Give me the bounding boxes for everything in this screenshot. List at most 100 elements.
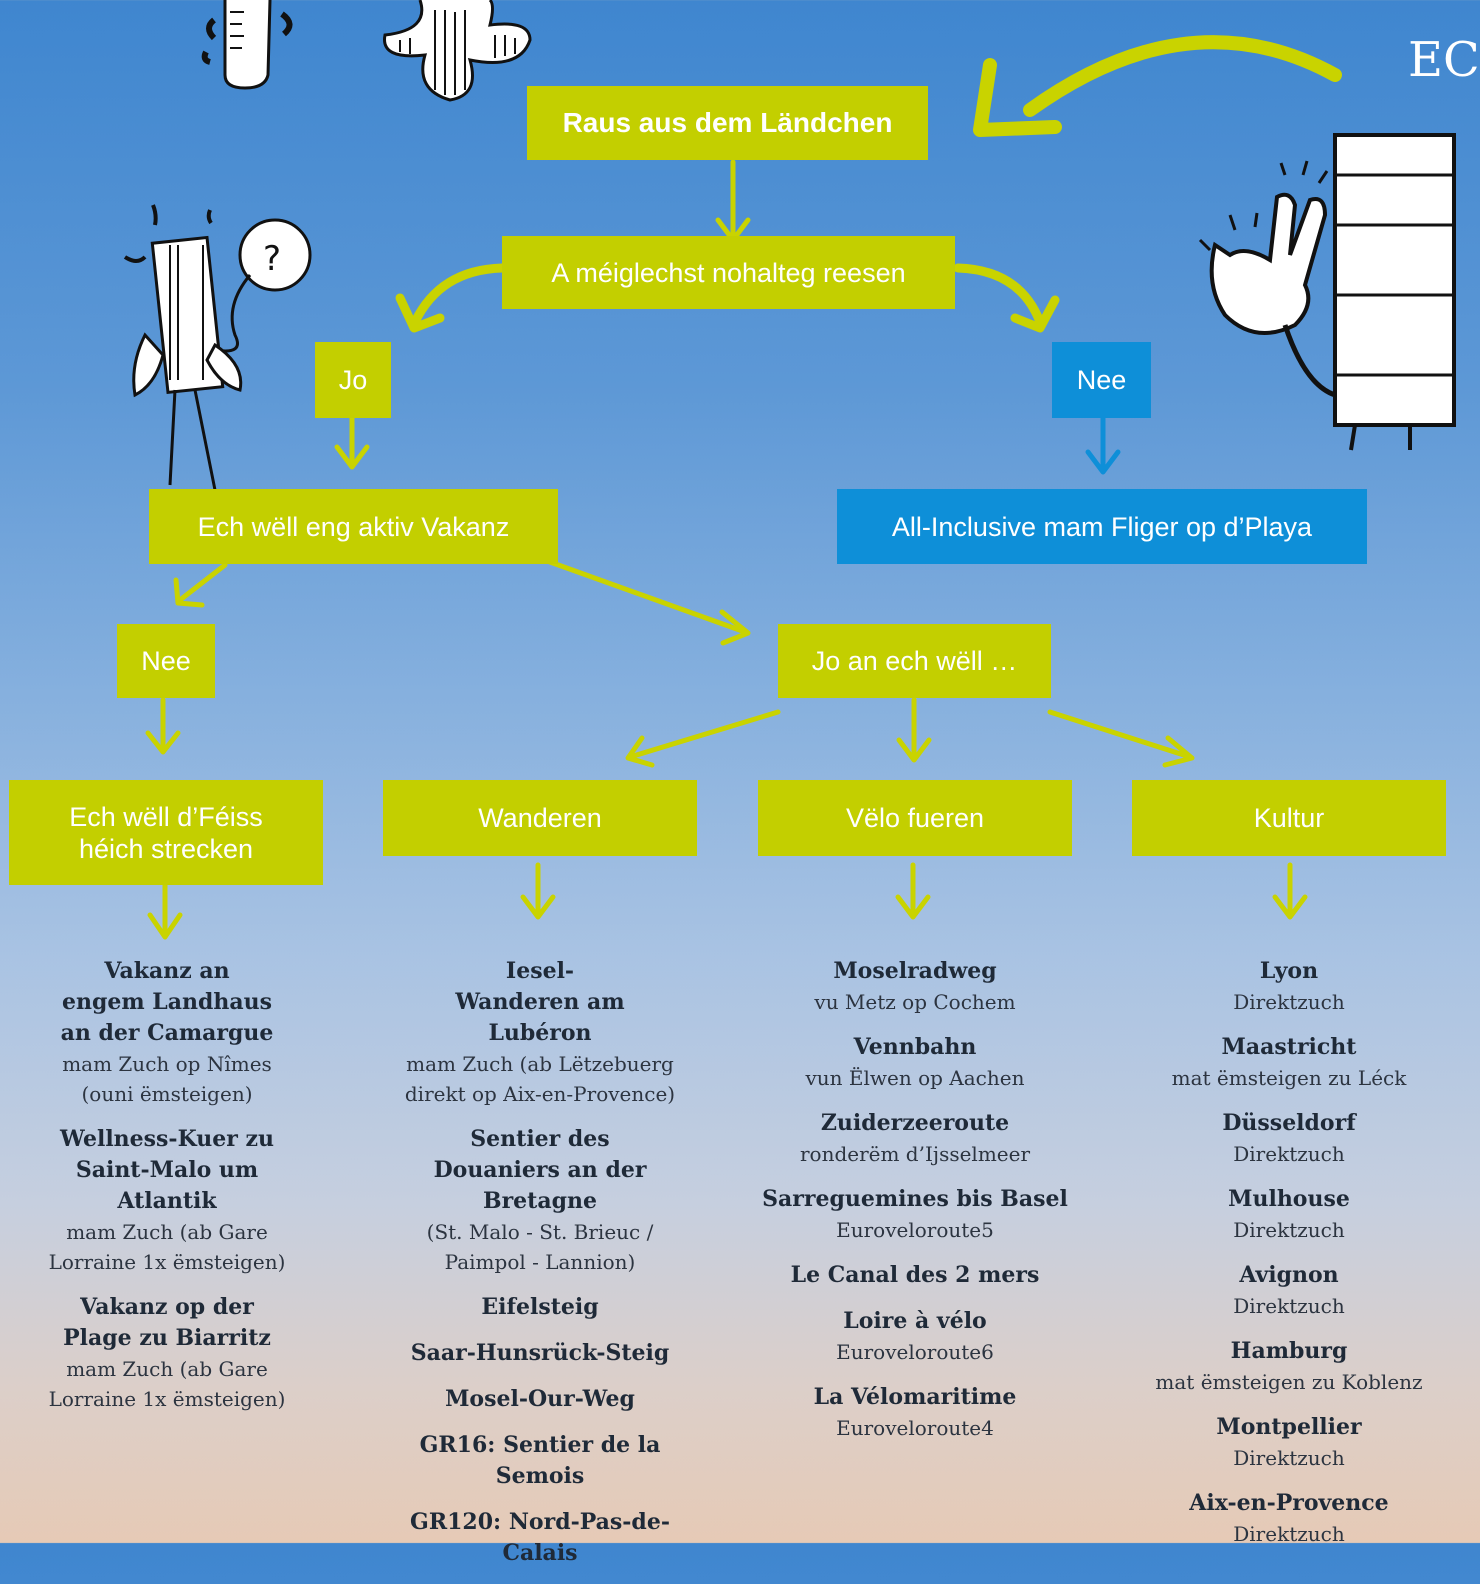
yes-box: Jo	[315, 342, 391, 418]
item-title: Moselradweg	[833, 958, 997, 984]
arrow-category-1-to-list	[147, 882, 183, 940]
list-item: Maastricht mat ëmsteigen zu Léck	[1134, 1032, 1444, 1093]
item-title: GR16: Sentier de la Semois	[419, 1432, 661, 1489]
list-item: Eifelsteig	[385, 1292, 695, 1323]
flow-connectors	[145, 159, 1308, 940]
character-doodle-icon: ?	[123, 204, 312, 491]
arrow-top-to-question	[715, 159, 751, 243]
item-subtitle: mat ëmsteigen zu Léck	[1171, 1066, 1407, 1090]
list-item: GR120: Nord-Pas-de-Calais	[385, 1507, 695, 1569]
category-hiking-box: Wanderen	[383, 780, 697, 856]
item-title: Iesel-Wanderen am Lubéron	[455, 958, 625, 1046]
arrow-branch-yes-to-wanderen	[625, 709, 781, 768]
category-culture-box: Kultur	[1132, 780, 1446, 856]
item-subtitle: Direktzuch	[1233, 1218, 1345, 1242]
list-item: Mosel-Our-Weg	[385, 1384, 695, 1415]
start-box: Raus aus dem Ländchen	[527, 86, 928, 160]
list-item: Sentier des Douaniers an der Bretagne (St…	[385, 1124, 695, 1277]
item-title: Lyon	[1259, 958, 1319, 984]
item-title: Le Canal des 2 mers	[790, 1262, 1040, 1288]
item-title: Sentier des Douaniers an der Bretagne	[433, 1126, 647, 1214]
item-subtitle: Direktzuch	[1233, 1522, 1345, 1546]
item-title: Saar-Hunsrück-Steig	[410, 1340, 670, 1366]
list-item: Iesel-Wanderen am Lubéron mam Zuch (ab Lë…	[385, 956, 695, 1109]
list-relax: Vakanz an engem Landhaus an der Camargue…	[24, 956, 310, 1429]
arrow-question-to-no	[953, 263, 1060, 333]
item-title: Aix-en-Provence	[1189, 1490, 1389, 1516]
item-subtitle: vun Ëlwen op Aachen	[805, 1066, 1025, 1090]
item-subtitle: Direktzuch	[1233, 990, 1345, 1014]
list-item: Vennbahn vun Ëlwen op Aachen	[760, 1032, 1070, 1093]
arrow-active-to-branch-no	[173, 562, 228, 608]
curved-arrow-icon	[973, 35, 1342, 137]
question-box: A méiglechst nohalteg reesen	[502, 236, 955, 309]
item-subtitle: Euroveloroute6	[836, 1340, 994, 1364]
item-title: Mulhouse	[1228, 1186, 1350, 1212]
category-relax-box: Ech wëll d’Féiss héich strecken	[9, 780, 323, 885]
arrow-no-to-allinclusive	[1085, 415, 1121, 475]
item-subtitle: Direktzuch	[1233, 1446, 1345, 1470]
list-item: Moselradweg vu Metz op Cochem	[760, 956, 1070, 1017]
cross-doodle-icon	[383, 0, 532, 102]
category-cycling-box: Vëlo fueren	[758, 780, 1072, 856]
item-subtitle: ronderëm d’Ijsselmeer	[799, 1142, 1031, 1166]
active-vacation-box: Ech wëll eng aktiv Vakanz	[149, 489, 558, 564]
item-title: Wellness-Kuer zu Saint-Malo um Atlantik	[60, 1126, 274, 1214]
item-title: Maastricht	[1221, 1034, 1357, 1060]
list-item: Vakanz an engem Landhaus an der Camargue…	[24, 956, 310, 1109]
item-subtitle: Direktzuch	[1233, 1142, 1345, 1166]
arrow-branch-yes-to-velo	[896, 697, 932, 763]
item-title: Vennbahn	[853, 1034, 977, 1060]
item-title: La Vélomaritime	[813, 1384, 1017, 1410]
item-subtitle: (St. Malo - St. Brieuc / Paimpol - Lanni…	[426, 1220, 654, 1274]
item-title: Montpellier	[1216, 1414, 1362, 1440]
item-title: GR120: Nord-Pas-de-Calais	[410, 1509, 670, 1566]
arrow-active-to-branch-yes	[547, 559, 751, 646]
item-title: Mosel-Our-Weg	[445, 1386, 635, 1412]
list-hiking: Iesel-Wanderen am Lubéron mam Zuch (ab Lë…	[385, 956, 695, 1584]
item-title: Eifelsteig	[481, 1294, 599, 1320]
item-subtitle: mam Zuch (ab Gare Lorraine 1x ëmsteigen)	[48, 1220, 286, 1274]
brand-mark: EC	[1408, 32, 1480, 88]
list-item: Wellness-Kuer zu Saint-Malo um Atlantik m…	[24, 1124, 310, 1277]
arrow-question-to-yes	[395, 263, 507, 333]
item-subtitle: mam Zuch op Nîmes (ouni ëmsteigen)	[62, 1052, 272, 1106]
item-title: Zuiderzeeroute	[820, 1110, 1010, 1136]
svg-text:?: ?	[263, 239, 281, 279]
peace-hand-doodle-icon	[1198, 133, 1456, 451]
arrow-branch-no-to-category	[145, 697, 181, 755]
item-title: Sarreguemines bis Basel	[762, 1186, 1068, 1212]
list-item: Hamburg mat ëmsteigen zu Koblenz	[1134, 1336, 1444, 1397]
item-subtitle: Euroveloroute5	[836, 1218, 994, 1242]
arrow-category-2-to-list	[520, 862, 556, 920]
item-title: Hamburg	[1230, 1338, 1348, 1364]
arrow-category-3-to-list	[895, 862, 931, 920]
list-item: Le Canal des 2 mers	[760, 1260, 1070, 1291]
list-item: Zuiderzeeroute ronderëm d’Ijsselmeer	[760, 1108, 1070, 1169]
item-subtitle: mat ëmsteigen zu Koblenz	[1155, 1370, 1423, 1394]
item-subtitle: vu Metz op Cochem	[814, 990, 1016, 1014]
item-title: Avignon	[1239, 1262, 1339, 1288]
list-item: GR16: Sentier de la Semois	[385, 1430, 695, 1492]
branch-no-box: Nee	[117, 624, 215, 698]
list-cycling: Moselradweg vu Metz op Cochem Vennbahn vun…	[760, 956, 1070, 1458]
bottle-doodle-icon	[201, 0, 293, 90]
item-subtitle: Euroveloroute4	[836, 1416, 994, 1440]
item-subtitle: mam Zuch (ab Lëtzebuerg direkt op Aix-en…	[404, 1052, 676, 1106]
no-box: Nee	[1052, 342, 1151, 418]
item-title: Düsseldorf	[1222, 1110, 1356, 1136]
all-inclusive-box: All-Inclusive mam Fliger op d’Playa	[837, 489, 1367, 564]
list-item: Saar-Hunsrück-Steig	[385, 1338, 695, 1369]
item-subtitle: mam Zuch (ab Gare Lorraine 1x ëmsteigen)	[48, 1357, 286, 1411]
